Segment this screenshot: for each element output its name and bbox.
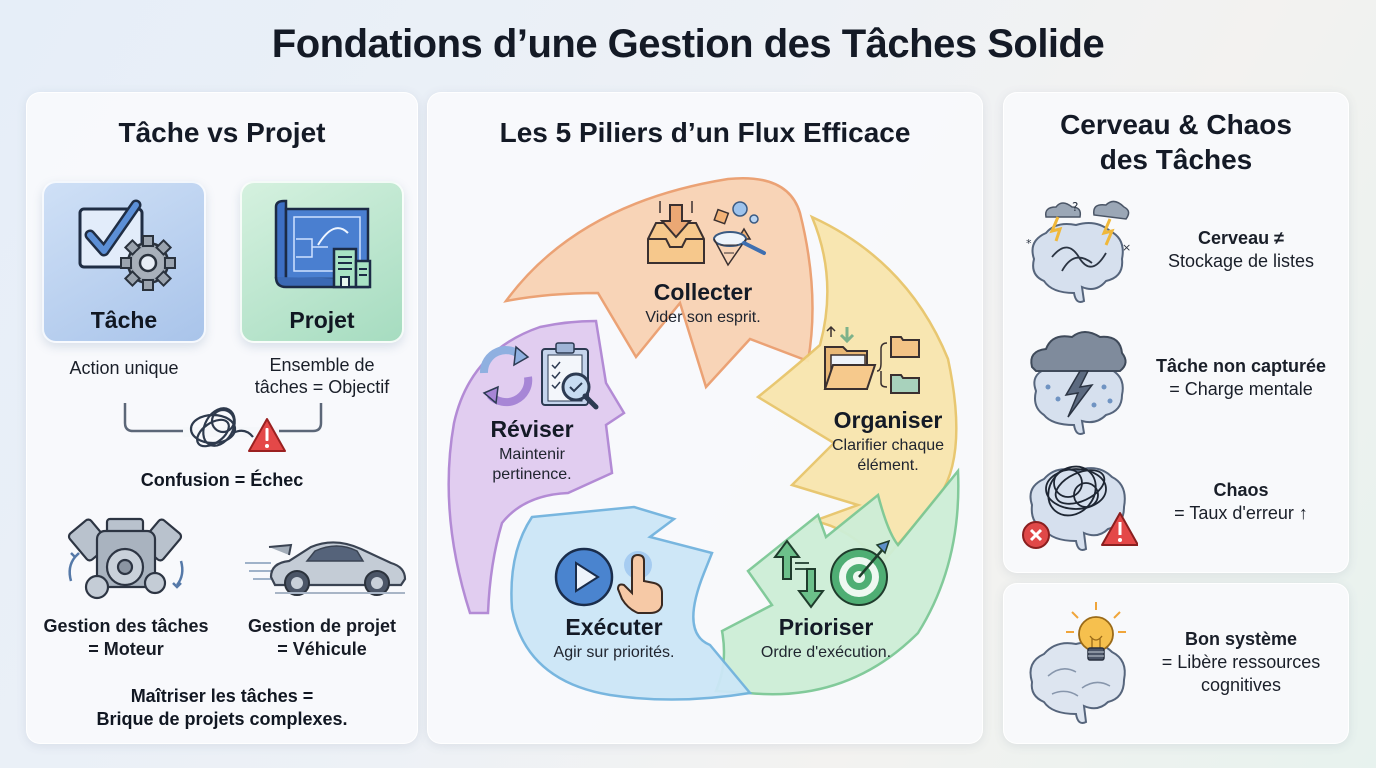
brain-row-text: Chaos = Taux d'erreur ↑ (1136, 479, 1346, 525)
brain-row-title: Cerveau ≠ (1198, 228, 1284, 248)
pillar-prioriser: Prioriser Ordre d'exécution. (728, 614, 924, 663)
lightbulb-brain-icon (1029, 602, 1126, 724)
tangled-brain-error-icon (1022, 465, 1138, 551)
conclusion-line: Brique de projets complexes. (96, 709, 348, 729)
pillar-organiser: Organiser Clarifier chaque élément. (806, 407, 970, 476)
pillar-description: Clarifier chaque élément. (806, 436, 970, 476)
pillar-reviser: Réviser Maintenir pertinence. (464, 416, 600, 485)
refresh-clipboard-icon (480, 342, 599, 410)
pillar-name: Exécuter (565, 614, 663, 640)
project-card-label: Projet (289, 307, 355, 333)
pillar-collecter: Collecter Vider son esprit. (618, 279, 788, 328)
project-description-line: tâches = Objectif (254, 377, 390, 397)
brain-row-desc: cognitives (1200, 675, 1282, 695)
pillar-executer: Exécuter Agir sur priorités. (524, 614, 704, 663)
pillar-cycle-diagram (447, 177, 960, 701)
brain-row-text: Bon système = Libère ressources cognitiv… (1136, 628, 1346, 697)
blueprint-building-icon (274, 199, 372, 289)
brain-row-text: Cerveau ≠ Stockage de listes (1136, 227, 1346, 273)
project-description-line: Ensemble de (269, 355, 375, 375)
analogy-line: Gestion des tâches (43, 616, 209, 636)
conclusion-text: Maîtriser les tâches = Brique de projets… (27, 685, 417, 731)
pillar-description: Vider son esprit. (645, 309, 761, 326)
brain-row-desc: = Charge mentale (1169, 379, 1313, 399)
inbox-net-icon (647, 201, 766, 267)
pillar-description: Ordre d'exécution. (760, 644, 892, 661)
pillar-description: Agir sur priorités. (553, 644, 675, 661)
analogy-line: Gestion de projet (247, 616, 397, 636)
play-touch-icon (554, 547, 663, 614)
panel-title: Cerveau & Chaos des Tâches (1004, 107, 1348, 177)
brain-row-storage: ? * × Cerveau ≠ Stockage de listes (1004, 197, 1348, 307)
five-pillars-panel: Les 5 Piliers d’un Flux Efficace (427, 92, 983, 744)
arrows-target-icon (773, 539, 891, 609)
good-system-panel: Bon système = Libère ressources cognitiv… (1003, 583, 1349, 744)
page-title: Fondations d’une Gestion des Tâches Soli… (271, 22, 1105, 66)
brain-row-text: Tâche non capturée = Charge mentale (1136, 355, 1346, 401)
brain-row-title: Chaos (1213, 480, 1269, 500)
project-card: Projet (240, 181, 404, 343)
engine-icon (67, 517, 184, 600)
pillar-name: Organiser (833, 407, 943, 433)
task-description: Action unique (69, 358, 179, 378)
task-card-label: Tâche (90, 307, 158, 333)
panel-title-line: Cerveau & Chaos (1060, 109, 1292, 140)
confusion-text: Confusion = Échec (140, 470, 304, 490)
brain-row-title: Bon système (1184, 629, 1298, 649)
brain-row-desc: = Libère ressources (1161, 652, 1321, 672)
collecter-arrow-shape (503, 177, 814, 390)
folders-sort-icon (823, 325, 920, 394)
checkbox-gear-icon (78, 199, 176, 291)
pillar-description-line: Clarifier chaque (831, 437, 945, 454)
brain-row-title: Tâche non capturée (1155, 356, 1327, 376)
brain-row-desc: = Taux d'erreur ↑ (1174, 503, 1308, 523)
project-description: Ensemble de tâches = Objectif (232, 354, 412, 398)
rain-cloud-brain-icon (1030, 331, 1127, 435)
panel-title: Tâche vs Projet (118, 117, 326, 148)
vehicle-analogy: Gestion de projet = Véhicule (229, 615, 415, 661)
sports-car-icon (245, 541, 407, 596)
task-vs-project-panel: Tâche vs Projet Tâche (26, 92, 418, 744)
pillar-name: Prioriser (778, 614, 874, 640)
panel-title-line: des Tâches (1099, 144, 1253, 175)
brain-row-mental-load: Tâche non capturée = Charge mentale (1004, 325, 1348, 437)
task-card: Tâche (42, 181, 206, 343)
brain-row-chaos: Chaos = Taux d'erreur ↑ (1004, 453, 1348, 559)
pillar-description: Maintenir pertinence. (464, 445, 600, 485)
stormy-brain-icon: ? * × (1026, 200, 1131, 303)
pillar-description-line: Maintenir (499, 446, 565, 463)
analogy-line: = Moteur (88, 639, 164, 659)
pillar-description-line: pertinence. (492, 466, 572, 483)
svg-text:?: ? (1072, 200, 1078, 214)
brain-chaos-panel: Cerveau & Chaos des Tâches ? * × Cerveau… (1003, 92, 1349, 573)
analogy-line: = Véhicule (277, 639, 367, 659)
brain-row-good-system: Bon système = Libère ressources cognitiv… (1004, 598, 1348, 730)
tangle-warning-icon (183, 407, 286, 452)
brain-row-desc: Stockage de listes (1167, 251, 1315, 271)
conclusion-line: Maîtriser les tâches = (130, 686, 314, 706)
pillar-name: Collecter (653, 279, 753, 305)
pillar-description-line: élément. (857, 457, 919, 474)
engine-analogy: Gestion des tâches = Moteur (31, 615, 221, 661)
panel-title: Les 5 Piliers d’un Flux Efficace (499, 117, 911, 148)
svg-text:*: * (1026, 237, 1032, 250)
svg-text:×: × (1122, 241, 1131, 254)
pillar-name: Réviser (490, 416, 574, 442)
